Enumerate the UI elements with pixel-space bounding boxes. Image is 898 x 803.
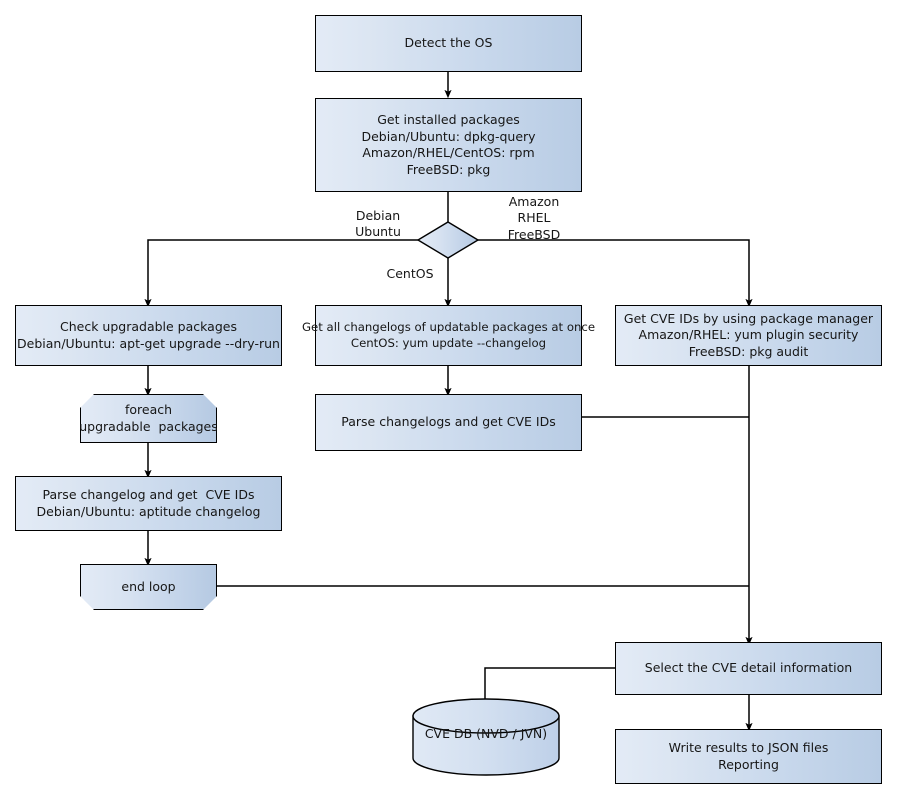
node-foreach-loop-start[interactable]: foreach upgradable packages: [80, 394, 217, 443]
node-parse-changelogs[interactable]: Parse changelogs and get CVE IDs: [315, 394, 582, 451]
node-write-results-json[interactable]: Write results to JSON files Reporting: [615, 729, 882, 784]
edge-label-debian-ubuntu: Debian Ubuntu: [355, 208, 401, 240]
node-detect-os[interactable]: Detect the OS: [315, 15, 582, 72]
edge-label-centos: CentOS: [386, 266, 434, 281]
node-parse-changelog-aptitude[interactable]: Parse changelog and get CVE IDs Debian/U…: [15, 476, 282, 531]
database-cylinder-cve-db: [412, 698, 560, 776]
node-get-cve-ids-package-manager[interactable]: Get CVE IDs by using package manager Ama…: [615, 305, 882, 366]
node-get-installed-packages[interactable]: Get installed packages Debian/Ubuntu: dp…: [315, 98, 582, 192]
node-get-all-changelogs[interactable]: Get all changelogs of updatable packages…: [302, 305, 595, 366]
decision-diamond-os: [416, 221, 480, 259]
edge-label-amazon-rhel-freebsd: Amazon RHEL FreeBSD: [507, 194, 561, 242]
node-end-loop[interactable]: end loop: [80, 564, 217, 610]
edge-selectcve-to-cvedb: [484, 667, 615, 707]
edge-decision-to-check-upgradable: [144, 239, 418, 308]
database-label-cve-db: CVE DB (NVD / JVN): [424, 726, 548, 741]
edge-decision-to-get-cve-pkgmgr: [478, 239, 753, 308]
node-select-cve-detail[interactable]: Select the CVE detail information: [615, 642, 882, 695]
node-check-upgradable-packages[interactable]: Check upgradable packages Debian/Ubuntu:…: [15, 305, 282, 366]
